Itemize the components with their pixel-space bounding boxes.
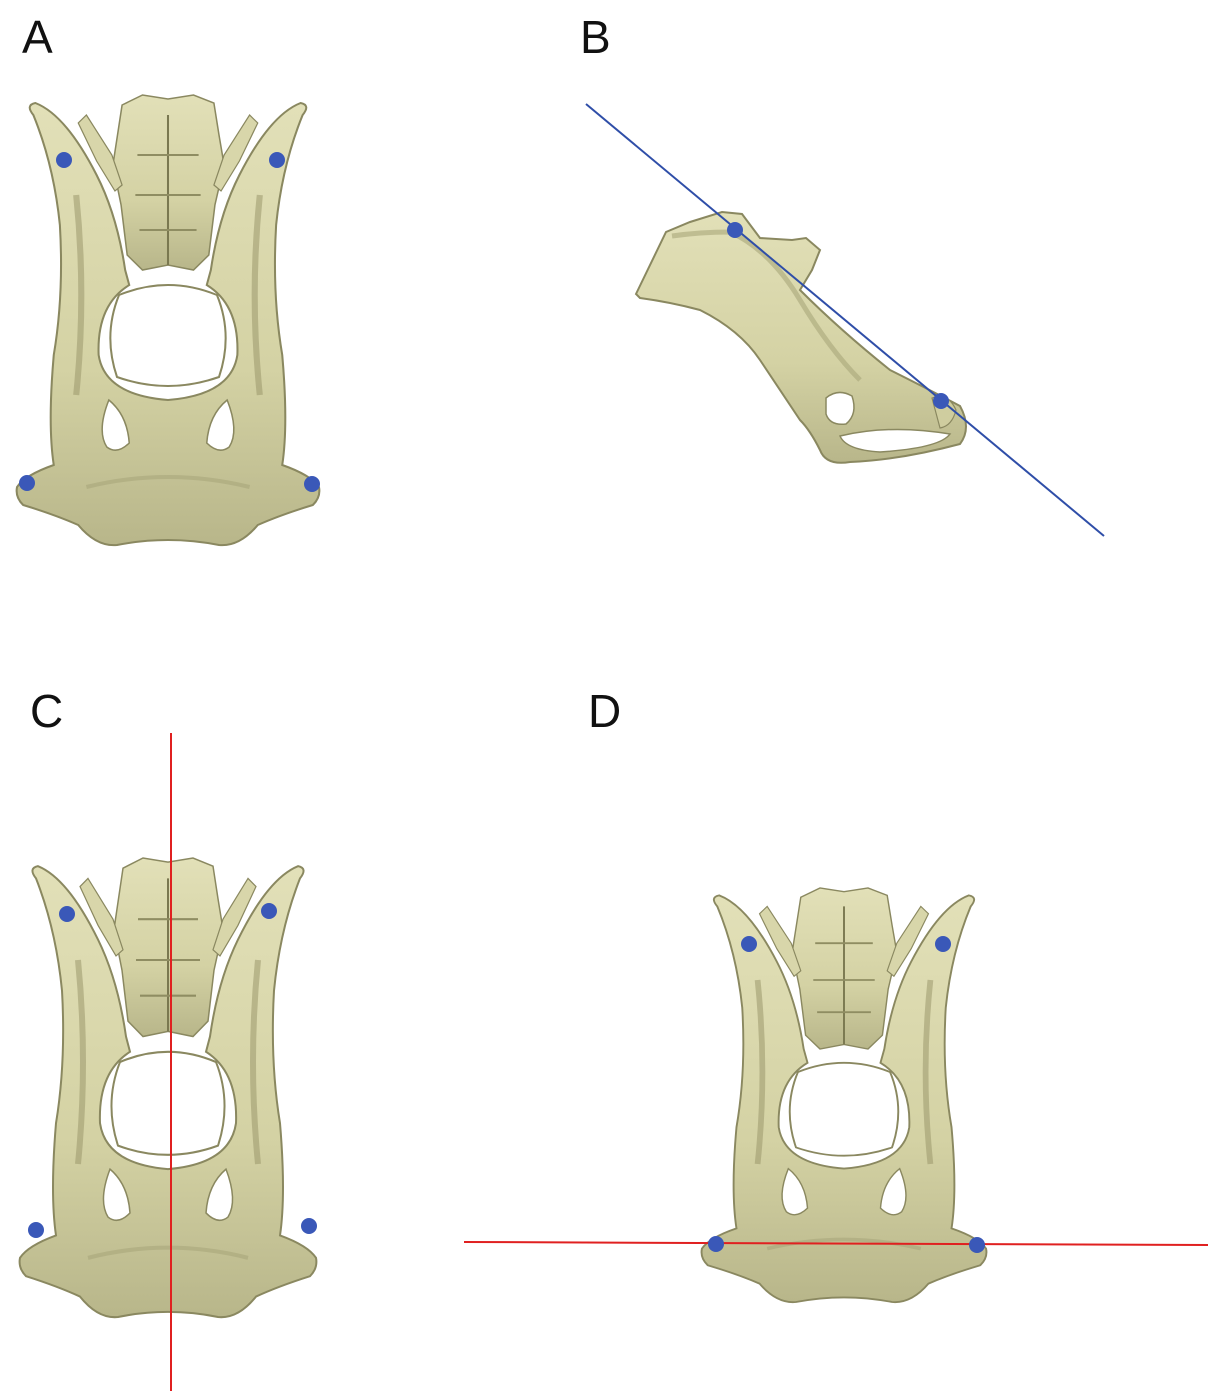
landmark-dot <box>19 475 35 491</box>
panel-d <box>464 888 1208 1302</box>
landmark-dot <box>741 936 757 952</box>
pelvis-lateral-view-b <box>636 212 966 463</box>
landmark-dot <box>304 476 320 492</box>
landmark-dot <box>708 1236 724 1252</box>
landmark-dot <box>301 1218 317 1234</box>
panel-b <box>586 104 1104 536</box>
landmark-dot <box>969 1237 985 1253</box>
landmark-dot <box>261 903 277 919</box>
landmark-dot <box>56 152 72 168</box>
landmark-dot <box>933 393 949 409</box>
landmark-dot <box>269 152 285 168</box>
landmark-dot <box>935 936 951 952</box>
panel-c <box>20 733 317 1391</box>
plane-line <box>586 104 1104 536</box>
pelvis-dorsal-view-c <box>20 858 317 1317</box>
landmark-dot <box>28 1222 44 1238</box>
landmark-dot <box>727 222 743 238</box>
landmark-dot <box>59 906 75 922</box>
panel-a <box>17 95 320 545</box>
